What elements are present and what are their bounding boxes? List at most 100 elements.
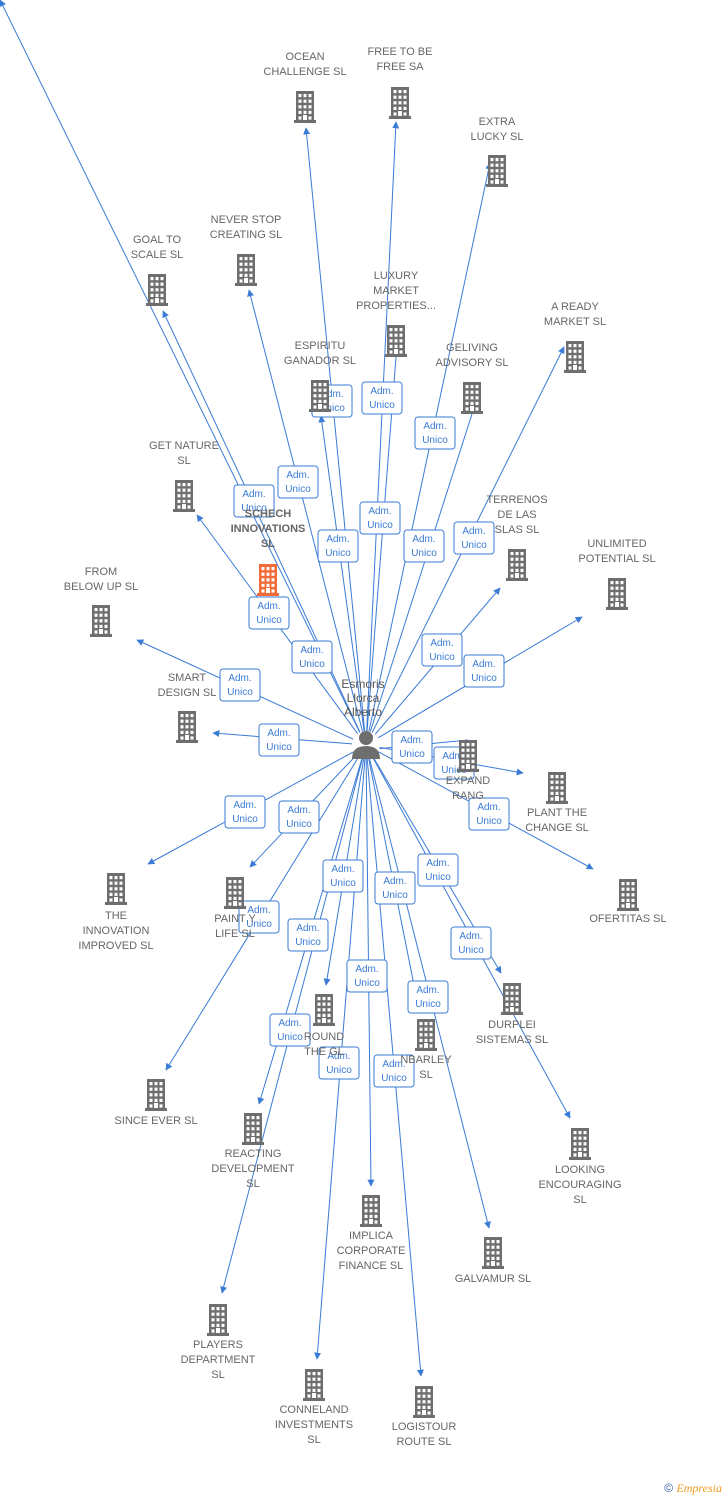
role-label-adm-unico[interactable]: Adm.Unico — [224, 795, 266, 829]
role-label-adm-unico[interactable]: Adm.Unico — [421, 633, 463, 667]
company-name: SCHECH — [245, 508, 292, 520]
role-label-adm-unico[interactable]: Adm.Unico — [374, 871, 416, 905]
role-label-text: Adm. — [257, 601, 280, 612]
company-name: CONNELAND — [279, 1404, 348, 1416]
role-label-adm-unico[interactable]: Adm.Unico — [269, 1013, 311, 1047]
company-name: OFERTITAS SL — [589, 913, 666, 925]
role-label-adm-unico[interactable]: Adm.Unico — [463, 654, 505, 688]
role-label-adm-unico[interactable]: Adm.Unico — [391, 730, 433, 764]
building-icon — [482, 1237, 504, 1269]
role-label-text: Unico — [471, 673, 497, 684]
building-icon — [501, 983, 523, 1015]
role-label-adm-unico[interactable]: Adm.Unico — [468, 797, 510, 831]
company-name: POTENTIAL SL — [578, 553, 655, 565]
company-name: LIFE SL — [215, 928, 255, 940]
company-name: UNLIMITED — [587, 538, 646, 550]
role-label-adm-unico[interactable]: Adm.Unico — [346, 959, 388, 993]
company-name: SL — [307, 1434, 320, 1446]
role-label-adm-unico[interactable]: Adm.Unico — [361, 381, 403, 415]
company-name: DESIGN SL — [158, 687, 217, 699]
role-label-adm-unico[interactable]: Adm.Unico — [238, 900, 280, 934]
role-label-adm-unico[interactable]: Adm.Unico — [450, 926, 492, 960]
role-label-adm-unico[interactable]: Adm.Unico — [322, 859, 364, 893]
edge-labels-layer: Adm.UnicoAdm.UnicoAdm.UnicoAdm.UnicoAdm.… — [219, 381, 510, 1088]
company-node[interactable]: LUXURYMARKETPROPERTIES... — [356, 270, 436, 357]
company-name: FINANCE SL — [339, 1260, 404, 1272]
company-name: SL — [261, 538, 275, 550]
company-node[interactable]: UNLIMITED POTENTIAL SL — [578, 538, 656, 610]
role-label-adm-unico[interactable]: Adm.Unico — [453, 521, 495, 555]
role-label-adm-unico[interactable]: Adm.Unico — [414, 416, 456, 450]
building-icon — [461, 382, 483, 414]
role-label-text: Adm. — [368, 506, 391, 517]
company-name: NEVER STOP — [211, 214, 282, 226]
role-label-adm-unico[interactable]: Adm.Unico — [277, 465, 319, 499]
role-label-adm-unico[interactable]: Adm.Unico — [278, 800, 320, 834]
role-label-text: Adm. — [370, 386, 393, 397]
building-icon — [360, 1195, 382, 1227]
role-label-text: Adm. — [423, 421, 446, 432]
company-name: CHANGE SL — [525, 822, 589, 834]
role-label-adm-unico[interactable]: Adm.Unico — [317, 529, 359, 563]
role-label-adm-unico[interactable]: Adm.Unico — [359, 501, 401, 535]
role-label-text: Unico — [295, 937, 321, 948]
role-label-adm-unico[interactable]: Adm.Unico — [291, 640, 333, 674]
role-label-adm-unico[interactable]: Adm.Unico — [373, 1054, 415, 1088]
role-label-text: Unico — [476, 816, 502, 827]
company-name: LOGISTOUR — [392, 1421, 457, 1433]
role-label-adm-unico[interactable]: Adm.Unico — [417, 853, 459, 887]
role-label-adm-unico[interactable]: Adm.Unico — [248, 596, 290, 630]
role-label-text: Adm. — [326, 534, 349, 545]
company-name: SL — [419, 1069, 432, 1081]
company-node[interactable]: OFERTITAS SL — [589, 879, 667, 925]
company-name: THE — [105, 910, 127, 922]
edge-line — [0, 0, 361, 733]
role-label-adm-unico[interactable]: Adm.Unico — [407, 980, 449, 1014]
role-label-adm-unico[interactable]: Adm.Unico — [318, 1046, 360, 1080]
role-label-adm-unico[interactable]: Adm.Unico — [287, 918, 329, 952]
brand-logo[interactable]: Empresia — [676, 1481, 722, 1495]
company-name: SL — [246, 1178, 259, 1190]
role-label-text: Unico — [326, 1065, 352, 1076]
company-name: MARKET SL — [544, 316, 606, 328]
role-label-adm-unico[interactable]: Adm.Unico — [219, 668, 261, 702]
role-label-text: Unico — [319, 403, 345, 414]
role-label-text: Unico — [277, 1032, 303, 1043]
role-label-text: Adm. — [233, 800, 256, 811]
role-label-adm-unico[interactable]: Adm.Unico — [403, 529, 445, 563]
company-node[interactable]: GALVAMUR SL — [455, 1237, 532, 1285]
role-label-text: Adm. — [382, 1059, 405, 1070]
role-label-adm-unico[interactable]: Adm.Unico — [258, 723, 300, 757]
building-icon — [309, 380, 331, 412]
role-label-text: Unico — [286, 819, 312, 830]
company-node[interactable]: SINCE EVER SL — [114, 1079, 198, 1127]
role-label-adm-unico[interactable]: Adm.Unico — [233, 484, 275, 518]
